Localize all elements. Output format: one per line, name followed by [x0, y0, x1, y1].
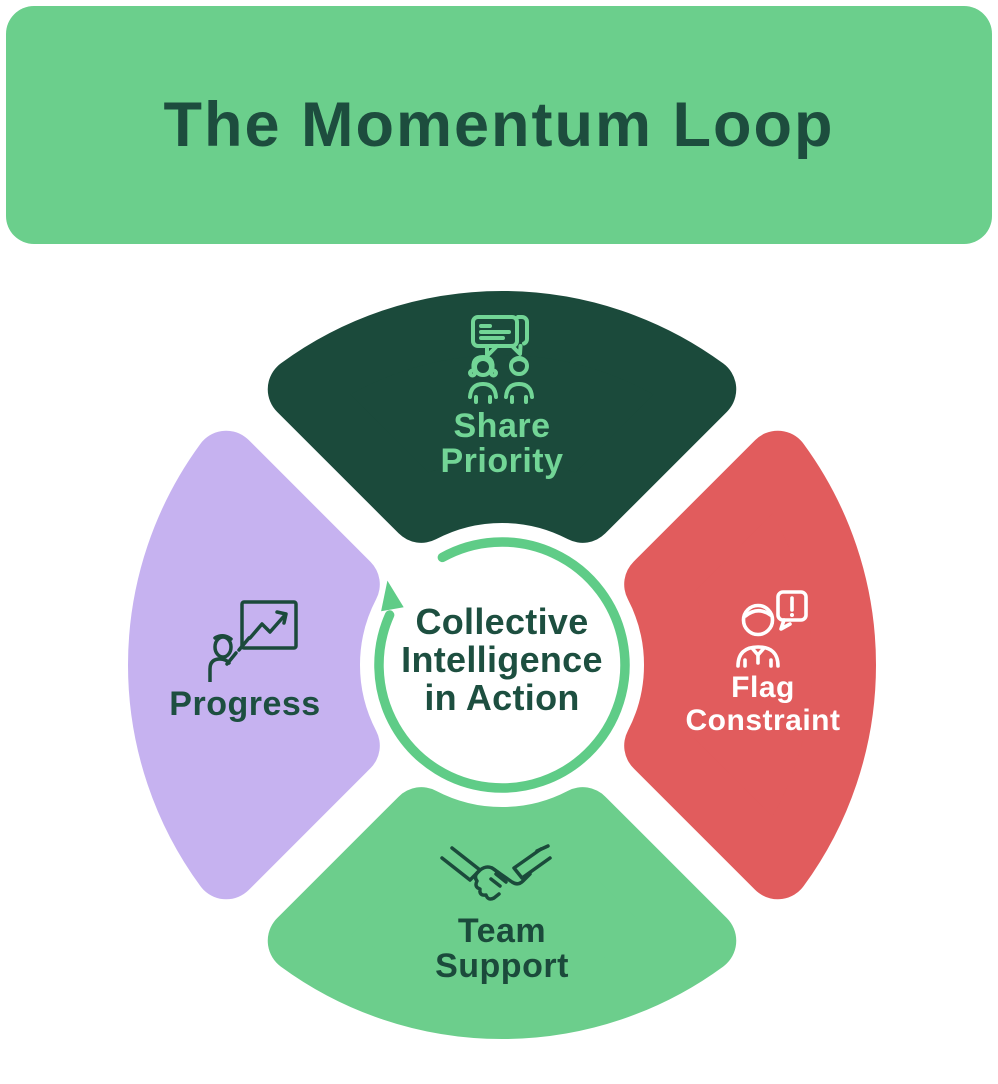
center-label-line: in Action: [424, 677, 580, 718]
presentation-chart-icon: [208, 600, 298, 682]
petal-label-line: Team: [457, 912, 547, 950]
petal-label-line: Priority: [440, 442, 564, 480]
center-label-line: Intelligence: [401, 639, 603, 680]
petal-label-line: Share: [453, 407, 551, 445]
conversation-icon: [468, 315, 534, 404]
center-label-line: Collective: [415, 601, 589, 642]
petal-label-team-support: Team Support: [352, 914, 652, 984]
petal-label-line: Support: [435, 947, 569, 985]
petal-flag-constraint: [624, 430, 876, 900]
petal-label-line: Progress: [169, 685, 321, 723]
petal-share-priority: [267, 291, 737, 543]
petal-team-support: [267, 787, 737, 1039]
petal-shapes: [128, 291, 876, 1039]
petal-progress: [128, 430, 380, 900]
petal-label-share-priority: Share Priority: [352, 409, 652, 479]
petal-label-line: Flag: [731, 671, 795, 704]
person-alert-icon: [736, 590, 808, 668]
loop-arrowhead-icon: [381, 580, 404, 612]
petal-label-flag-constraint: Flag Constraint: [613, 671, 913, 737]
page-title: The Momentum Loop: [163, 90, 835, 160]
handshake-icon: [440, 844, 552, 901]
loop-ring-arc: [374, 537, 630, 793]
header-banner: The Momentum Loop: [6, 6, 992, 244]
petal-label-progress: Progress: [95, 687, 395, 722]
center-label: Collective Intelligence in Action: [352, 603, 652, 717]
petal-label-line: Constraint: [685, 704, 841, 737]
